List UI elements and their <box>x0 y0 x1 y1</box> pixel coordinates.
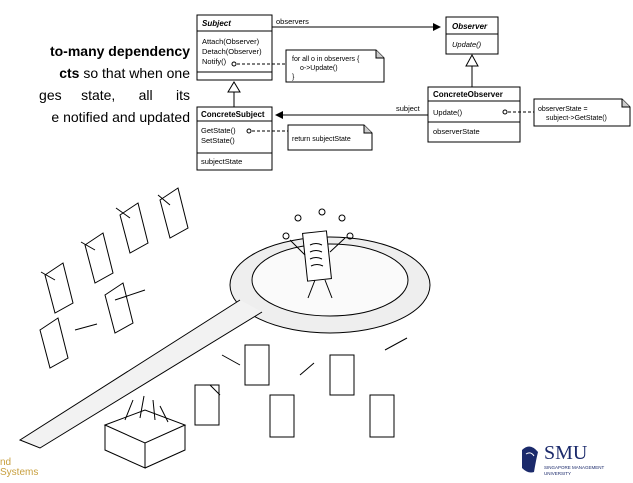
footer-line-2: Systems <box>0 467 39 478</box>
footer-text: nd Systems <box>0 458 38 478</box>
uml-class-diagram: Subject Attach(Observer) Detach(Observer… <box>196 14 631 171</box>
notify-note-line-3: } <box>292 74 295 81</box>
subject-method-attach: Attach(Observer) <box>202 37 260 46</box>
text-line-4: e notified and updated <box>51 109 190 125</box>
notify-note-line-2: o->Update() <box>300 65 338 72</box>
concrete-observer-method-update: Update() <box>433 108 463 117</box>
text-rest: so that when one <box>79 65 190 81</box>
audience-bottom <box>194 337 408 438</box>
text-line-2: cts so that when one <box>0 62 190 84</box>
concrete-subject-method-setstate: SetState() <box>201 136 235 145</box>
text-line-3: ges state, all its <box>39 87 190 103</box>
binoculars-box <box>103 395 187 469</box>
smu-logo-sub-1: SINGAPORE MANAGEMENT <box>544 465 605 470</box>
lion-emblem-icon <box>522 446 538 473</box>
concrete-subject-class: ConcreteSubject GetState() SetState() su… <box>196 106 273 171</box>
observer-class: Observer Update() <box>445 16 499 55</box>
smu-logo: SMU SINGAPORE MANAGEMENT UNIVERSITY <box>520 440 628 478</box>
concrete-subject-method-getstate: GetState() <box>201 126 236 135</box>
concrete-subject-attr-state: subjectState <box>201 157 242 166</box>
slide-text: to-many dependency cts so that when one … <box>0 40 190 128</box>
update-note: observerState = subject->GetState() <box>533 98 631 127</box>
concrete-observer-class: ConcreteObserver Update() observerState <box>427 86 521 143</box>
concrete-observer-title: ConcreteObserver <box>433 90 503 99</box>
concrete-subject-title: ConcreteSubject <box>201 110 265 119</box>
getstate-note-text: return subjectState <box>292 136 351 143</box>
getstate-note: return subjectState <box>287 124 373 151</box>
concrete-observer-attr-state: observerState <box>433 127 480 136</box>
notify-note: for all o in observers { o->Update() } <box>285 49 385 83</box>
subject-title: Subject <box>202 19 231 28</box>
smu-logo-name: SMU <box>544 442 588 464</box>
observer-title: Observer <box>452 22 488 31</box>
notify-note-line-1: for all o in observers { <box>292 56 360 63</box>
observer-method-update: Update() <box>452 40 482 49</box>
smu-logo-sub-2: UNIVERSITY <box>544 471 572 476</box>
observers-label: observers <box>276 17 309 26</box>
text-line-1: to-many dependency <box>49 43 190 59</box>
stage-inner <box>251 243 409 317</box>
subject-label: subject <box>396 104 421 113</box>
update-note-line-2: subject->GetState() <box>546 115 607 122</box>
subject-method-detach: Detach(Observer) <box>202 47 262 56</box>
footer-line-1: nd <box>0 457 12 468</box>
subject-class: Subject Attach(Observer) Detach(Observer… <box>196 14 273 81</box>
runway <box>18 299 263 449</box>
performer-figure <box>282 208 354 299</box>
update-note-line-1: observerState = <box>538 106 588 113</box>
cartoon-lines <box>18 187 431 469</box>
audience-left <box>39 187 189 369</box>
subject-method-notify: Notify() <box>202 57 227 66</box>
text-bold: cts <box>59 65 80 81</box>
